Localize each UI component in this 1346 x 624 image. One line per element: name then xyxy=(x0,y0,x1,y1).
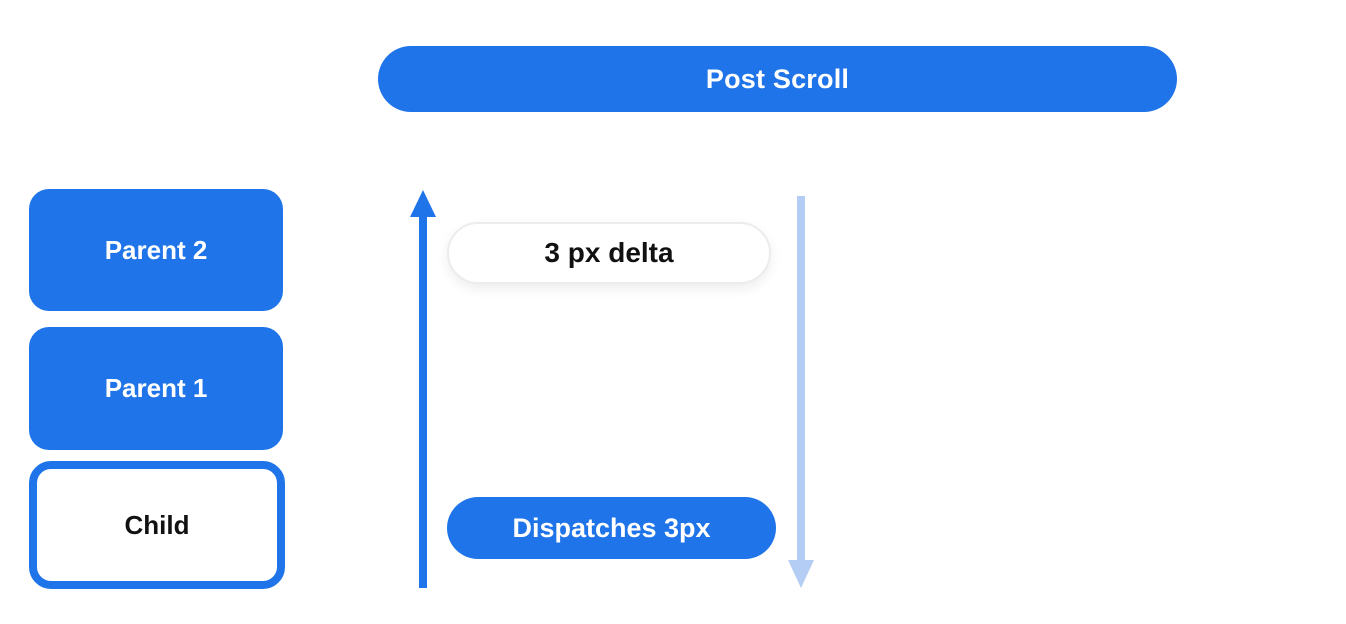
node-stack: Parent 2 Parent 1 Child xyxy=(29,189,285,589)
post-scroll-label: Post Scroll xyxy=(705,63,850,94)
up-arrow-icon xyxy=(410,190,436,588)
node-child: Child xyxy=(29,461,285,589)
node-parent2-label: Parent 2 xyxy=(104,234,208,265)
node-child-label: Child xyxy=(124,509,190,540)
dispatches-pill: Dispatches 3px xyxy=(447,497,776,559)
post-scroll-pill: Post Scroll xyxy=(378,46,1177,112)
node-parent2: Parent 2 xyxy=(29,189,283,311)
delta-pill: 3 px delta xyxy=(447,222,771,284)
delta-label: 3 px delta xyxy=(544,237,674,268)
node-parent1-label: Parent 1 xyxy=(104,373,208,403)
dispatches-label: Dispatches 3px xyxy=(512,512,711,543)
node-parent1: Parent 1 xyxy=(29,327,283,450)
down-arrow-icon xyxy=(788,196,814,588)
